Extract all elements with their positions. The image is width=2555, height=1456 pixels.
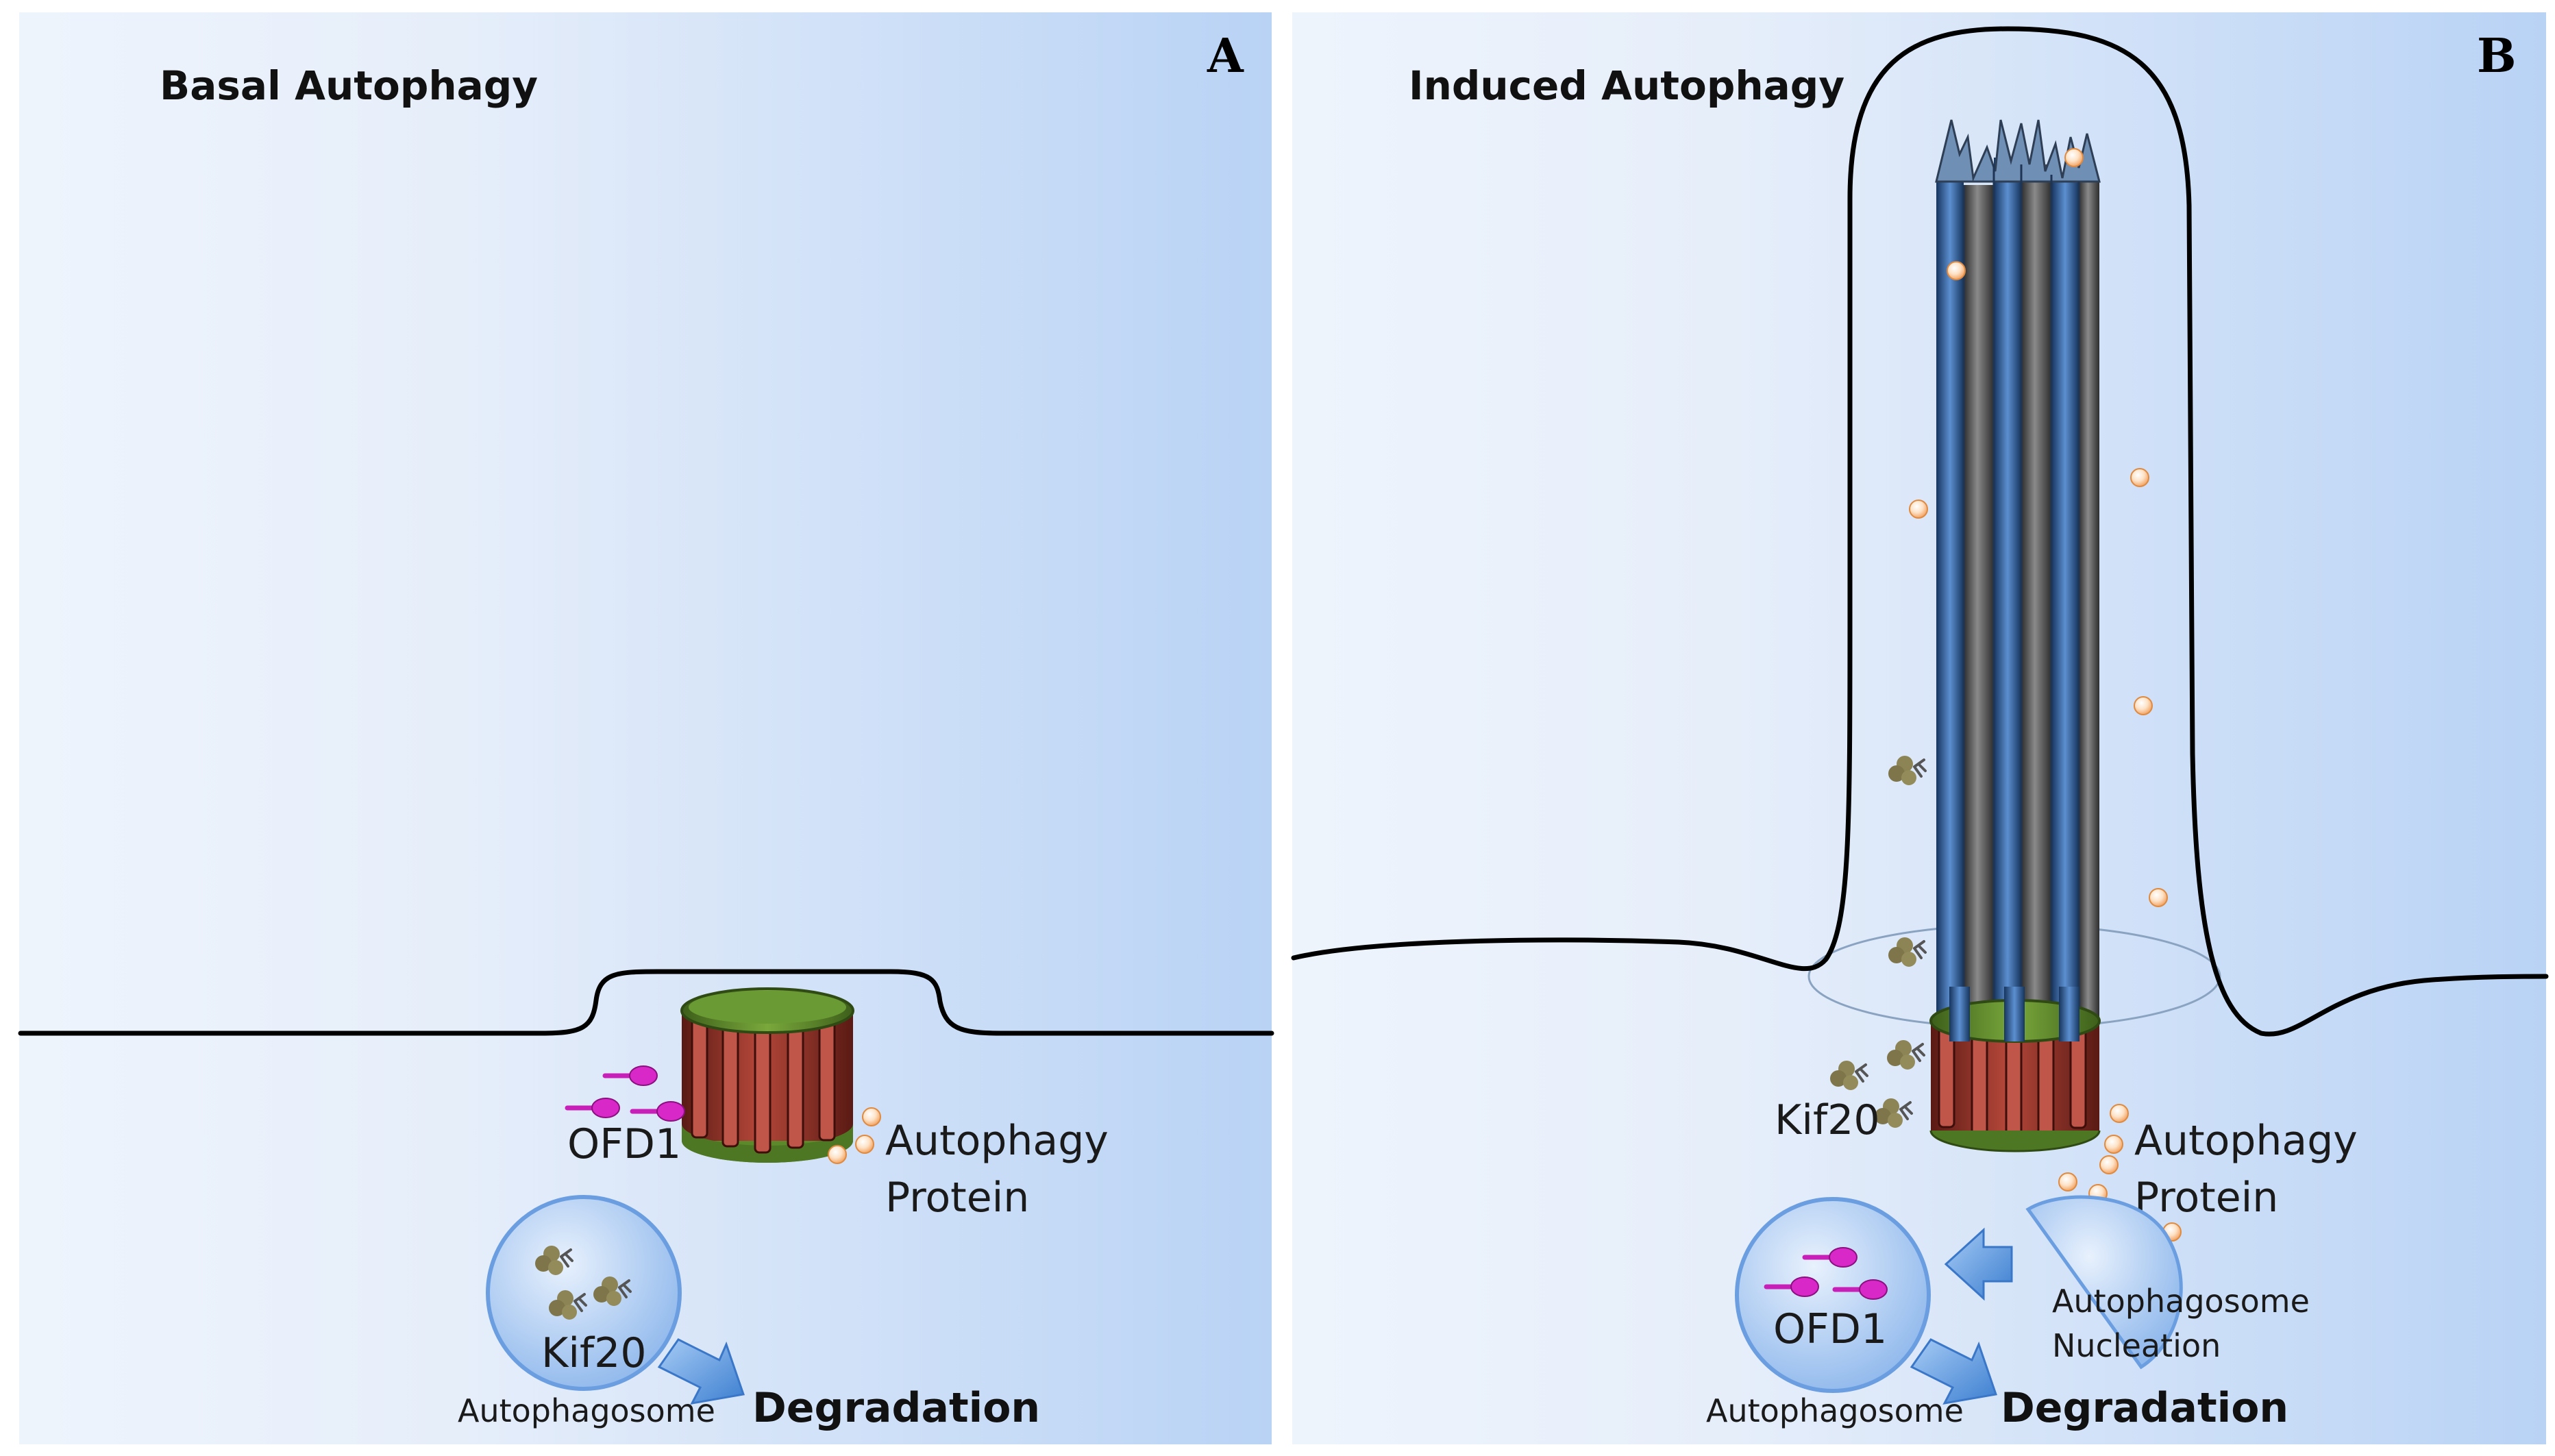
panel-a-kif20-label: Kif20 [541, 1329, 647, 1377]
panel-b-ciliary-membrane [1291, 26, 2549, 1037]
panel-a-basal-body [680, 987, 854, 1163]
panel-b-nucleation-vesicle [2025, 1195, 2183, 1370]
panel-b-letter: B [2477, 29, 2516, 84]
panel-b-autophagosome-label: Autophagosome [1706, 1392, 1964, 1429]
panel-b-background [1292, 12, 2546, 1444]
panel-a-ofd1-label: OFD1 [567, 1120, 681, 1168]
panel-b-title: Induced Autophagy [1409, 62, 1844, 109]
panel-b-autophagy-protein-label-1: Autophagy [2134, 1117, 2358, 1165]
panel-a-autophagosome-label: Autophagosome [458, 1392, 715, 1429]
panel-a: Basal Autophagy A OFD1 [18, 12, 1274, 1444]
panel-b-autophagy-protein-label-2: Protein [2134, 1174, 2278, 1222]
panel-b-basal-body [1929, 987, 2101, 1152]
panel-a-degradation-label: Degradation [752, 1384, 1040, 1432]
panel-a-autophagy-protein-label-2: Protein [885, 1174, 1029, 1222]
panel-a-cell-membrane [18, 969, 1274, 1036]
panel-b-autophagosome [1735, 1197, 1931, 1393]
panel-a-letter: A [1207, 29, 1244, 84]
panel-a-title: Basal Autophagy [160, 62, 538, 109]
panel-b: Induced Autophagy B [1291, 12, 2549, 1444]
panel-b-axoneme [1935, 119, 2101, 1021]
panel-b-ofd1-label: OFD1 [1773, 1305, 1887, 1353]
panel-b-nucleation-arrow [1944, 1227, 2013, 1301]
panel-b-nucleation-label-1: Autophagosome [2052, 1283, 2310, 1320]
panel-b-kif20-label: Kif20 [1775, 1096, 1880, 1144]
panel-a-autophagosome [486, 1195, 682, 1391]
panel-a-background [19, 12, 1272, 1444]
panel-b-degradation-arrow [1910, 1338, 1997, 1405]
panel-a-degradation-arrow [657, 1338, 745, 1405]
panel-b-nucleation-label-2: Nucleation [2052, 1327, 2221, 1364]
panel-a-autophagy-protein-label-1: Autophagy [885, 1117, 1109, 1165]
panel-b-degradation-label: Degradation [2001, 1384, 2288, 1432]
